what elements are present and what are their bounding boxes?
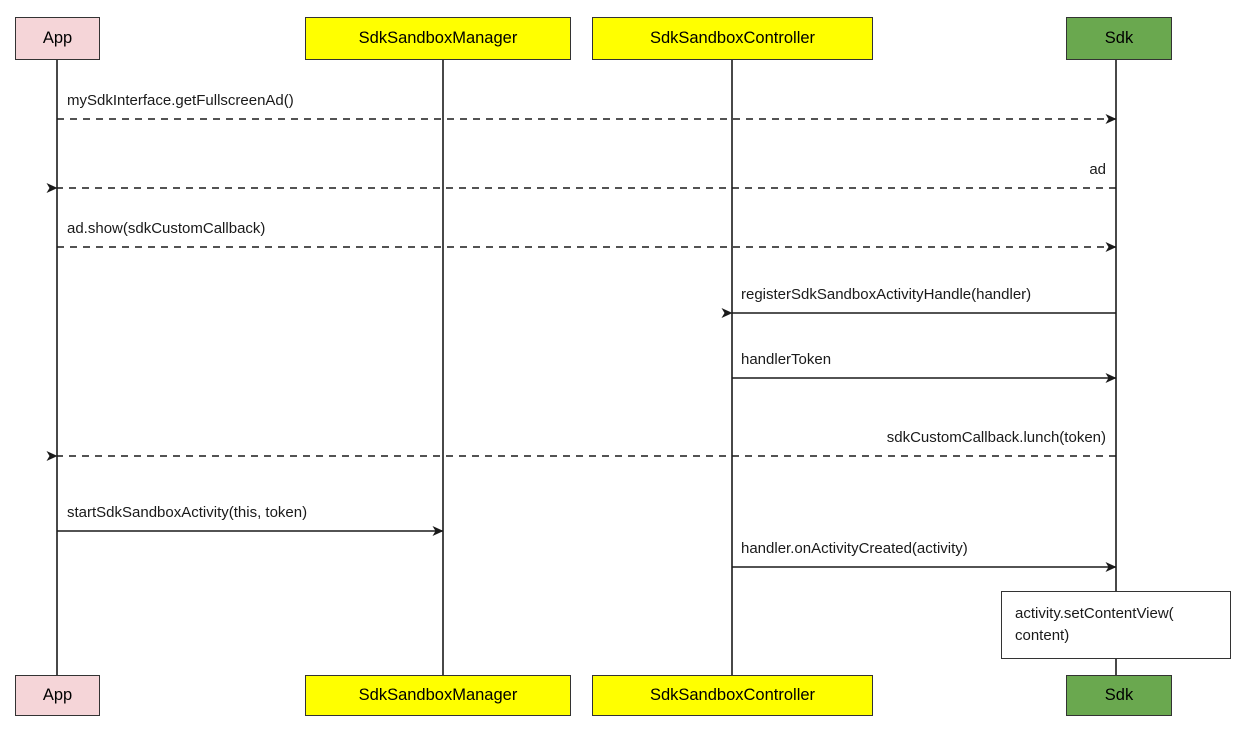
participant-label: App [42, 29, 73, 48]
participant-box-sdk_sandbox_manager-header[interactable]: SdkSandboxManager [305, 17, 571, 60]
participant-box-app-header[interactable]: App [15, 17, 100, 60]
participant-box-sdk_sandbox_controller-footer[interactable]: SdkSandboxController [592, 675, 873, 716]
message-label-m7: startSdkSandboxActivity(this, token) [67, 504, 308, 521]
participant-label: App [42, 686, 73, 705]
participant-box-sdk_sandbox_controller-header[interactable]: SdkSandboxController [592, 17, 873, 60]
message-label-m4: registerSdkSandboxActivityHandle(handler… [741, 286, 1032, 303]
message-label-m2: ad [1089, 161, 1106, 178]
participant-label: Sdk [1104, 29, 1134, 48]
participant-box-app-footer[interactable]: App [15, 675, 100, 716]
lifelines-layer [56, 60, 1117, 675]
message-label-m8: handler.onActivityCreated(activity) [741, 540, 968, 557]
participant-label: SdkSandboxController [649, 686, 816, 705]
participant-box-sdk-header[interactable]: Sdk [1066, 17, 1172, 60]
message-label-m1: mySdkInterface.getFullscreenAd() [67, 92, 294, 109]
messages-layer [46, 114, 1117, 572]
participant-label: Sdk [1104, 686, 1134, 705]
note-note1: activity.setContentView( content) [1001, 591, 1231, 659]
participant-label: SdkSandboxController [649, 29, 816, 48]
participant-box-sdk-footer[interactable]: Sdk [1066, 675, 1172, 716]
participant-box-sdk_sandbox_manager-footer[interactable]: SdkSandboxManager [305, 675, 571, 716]
message-label-m6: sdkCustomCallback.lunch(token) [886, 429, 1106, 446]
message-label-m5: handlerToken [741, 351, 832, 368]
participant-label: SdkSandboxManager [358, 686, 518, 705]
message-label-m3: ad.show(sdkCustomCallback) [67, 220, 266, 237]
participant-label: SdkSandboxManager [358, 29, 518, 48]
